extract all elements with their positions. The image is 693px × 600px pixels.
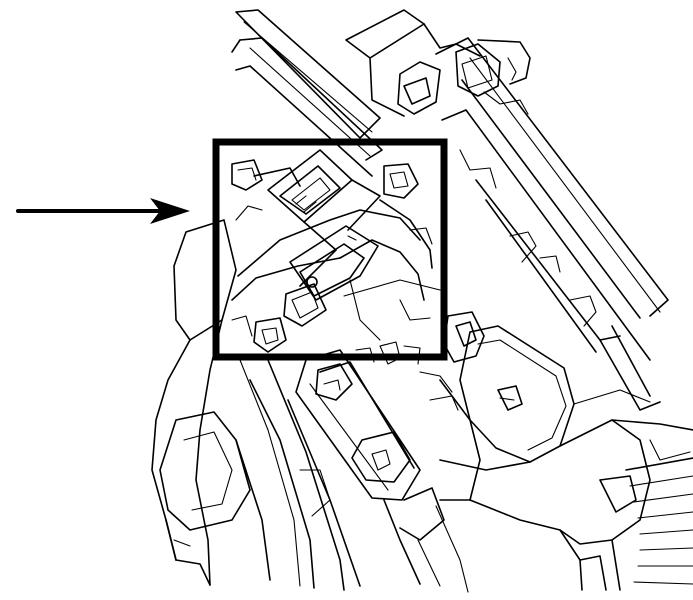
pointer-arrow	[16, 198, 190, 224]
right-motor-block	[435, 311, 651, 593]
left-arm-body	[151, 219, 361, 591]
lower-actuator-cylinder	[295, 349, 445, 587]
right-frame-rails	[435, 37, 669, 411]
highlighted-mechanism	[231, 149, 441, 353]
ribbed-housing	[579, 419, 693, 591]
callout-box	[212, 138, 448, 361]
upper-boom-arm	[231, 9, 531, 177]
